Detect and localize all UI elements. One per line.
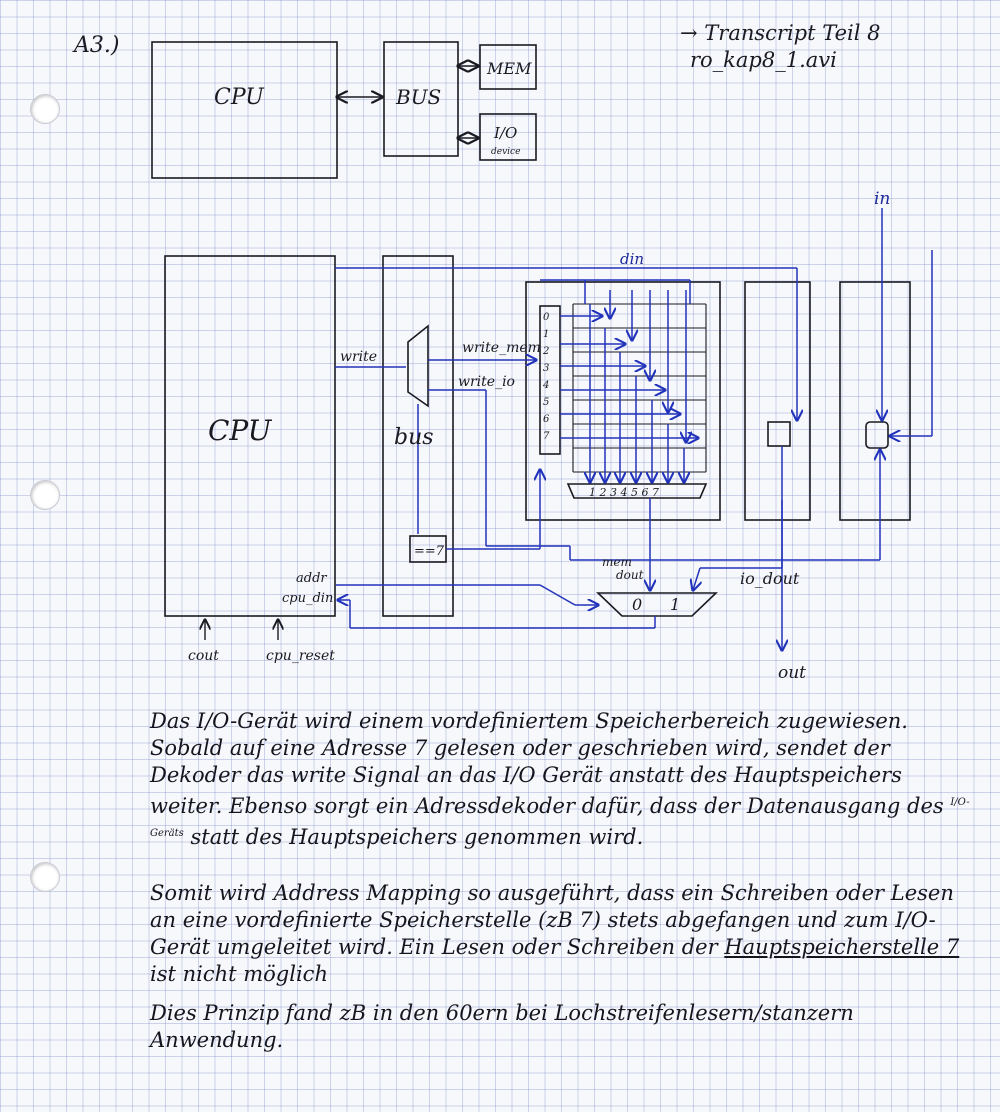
overview-cpu-label: CPU: [214, 85, 265, 110]
explanation-p2-underlined: Hauptspeicherstelle 7: [724, 935, 959, 959]
addr-row-0: 0: [543, 312, 550, 323]
cpu-reset-label: cpu_reset: [266, 648, 335, 664]
mux-input-0: 0: [632, 595, 642, 614]
mem-dout-label-2: dout: [616, 568, 644, 582]
transcript-reference: → Transcript Teil 8: [680, 21, 880, 45]
write-label: write: [340, 349, 377, 365]
data-column-labels: 1 2 3 4 5 6 7: [589, 486, 659, 499]
diagram-canvas: A3.) → Transcript Teil 8 ro_kap8_1.avi C…: [0, 0, 1000, 700]
mux-input-1: 1: [670, 595, 680, 614]
out-label: out: [778, 663, 806, 683]
explanation-paragraph-1: Das I/O-Gerät wird einem vordefiniertem …: [150, 708, 980, 851]
io-dout-label: io_dout: [740, 569, 800, 588]
output-mux: [598, 593, 716, 616]
cpu-input-arrows: [205, 620, 278, 640]
io-device-block: [840, 282, 910, 520]
explanation-paragraph-3: Dies Prinzip fand zB in den 60ern bei Lo…: [150, 1000, 980, 1054]
addr-label: addr: [296, 571, 327, 586]
register-block-a: [745, 282, 810, 520]
explanation-p1-part-c: statt des Hauptspeichers genommen wird.: [191, 825, 644, 849]
addr-row-4: 4: [542, 380, 549, 391]
cout-label: cout: [188, 648, 219, 664]
addr-row-7: 7: [543, 431, 550, 442]
addr-row-6: 6: [543, 414, 550, 425]
compare-label: ==7: [414, 544, 445, 559]
addr-row-3: 3: [543, 363, 549, 374]
addr-row-5: 5: [543, 397, 549, 408]
task-label: A3.): [72, 33, 119, 58]
mem-dout-label-1: mem: [602, 555, 632, 569]
io-register-cell: [866, 422, 888, 448]
bus-label: bus: [394, 425, 434, 450]
write-io-label: write_io: [458, 374, 515, 390]
address-row-labels: 0 1 2 3 4 5 6 7: [542, 312, 550, 442]
addr-row-2: 2: [542, 346, 549, 357]
video-filename: ro_kap8_1.avi: [690, 48, 837, 72]
write-mem-label: write_mem: [462, 340, 541, 356]
register-a-cell: [768, 422, 790, 446]
overview-mem-label: MEM: [486, 59, 532, 78]
write-demux: [408, 326, 428, 406]
explanation-p3-text: Dies Prinzip fand zB in den 60ern bei Lo…: [150, 1001, 854, 1052]
overview-io-sublabel: device: [491, 147, 520, 157]
addr-row-1: 1: [543, 329, 549, 340]
main-circuit-outlines: [165, 256, 910, 616]
in-label: in: [874, 189, 890, 209]
cpu-label: CPU: [208, 414, 273, 447]
explanation-p2-part-c: ist nicht möglich: [150, 962, 328, 986]
overview-cpu-box: [152, 42, 337, 178]
cpu-din-label: cpu_din: [282, 591, 333, 606]
punch-hole-bottom: [30, 862, 60, 892]
overview-block-diagram: [152, 42, 536, 178]
explanation-paragraph-2: Somit wird Address Mapping so ausgeführt…: [150, 880, 980, 988]
din-label: din: [620, 250, 644, 268]
overview-io-label: I/O: [493, 124, 517, 142]
explanation-p1-part-a: Das I/O-Gerät wird einem vordefiniertem …: [150, 709, 944, 818]
overview-bus-label: BUS: [395, 85, 441, 109]
